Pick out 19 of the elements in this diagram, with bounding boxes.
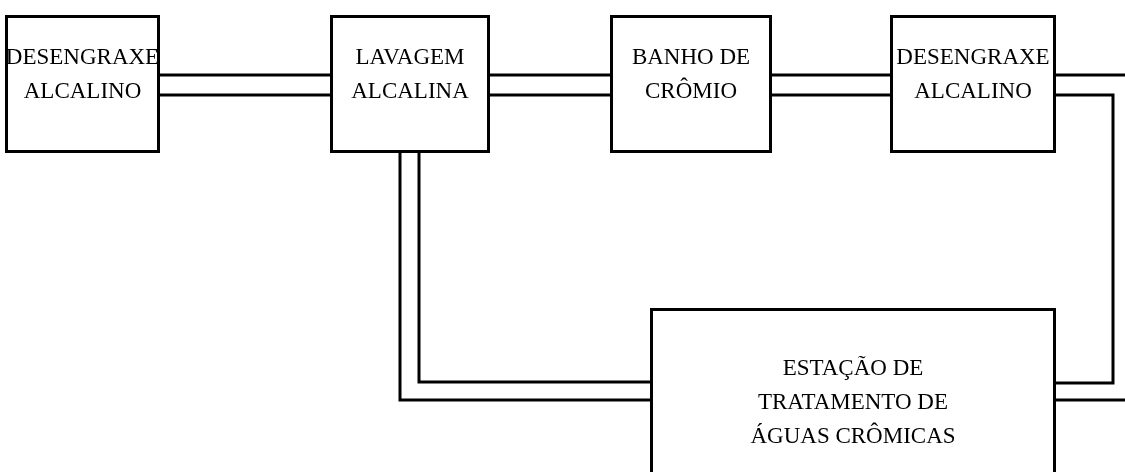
pipe-line — [1056, 398, 1125, 402]
box-label: DESENGRAXE ALCALINO — [895, 43, 1051, 105]
process-box — [330, 15, 490, 153]
pipe-line — [490, 73, 610, 77]
pipe-line — [160, 73, 330, 77]
box-label: BANHO DE CRÔMIO — [630, 43, 752, 105]
process-box — [610, 15, 772, 153]
pipe-line — [490, 93, 610, 97]
process-box — [5, 15, 160, 153]
pipe-line — [160, 93, 330, 97]
pipe-line — [1056, 73, 1125, 77]
pipe-line — [772, 73, 890, 77]
process-box — [650, 308, 1056, 472]
pipe-line — [1056, 93, 1115, 385]
process-box — [890, 15, 1056, 153]
box-label: DESENGRAXE ALCALINO — [5, 43, 160, 105]
pipe-line — [772, 93, 890, 97]
box-label: LAVAGEM ALCALINA — [350, 43, 470, 105]
box-label: ESTAÇÃO DE TRATAMENTO DE ÁGUAS CRÔMICAS — [749, 354, 957, 450]
